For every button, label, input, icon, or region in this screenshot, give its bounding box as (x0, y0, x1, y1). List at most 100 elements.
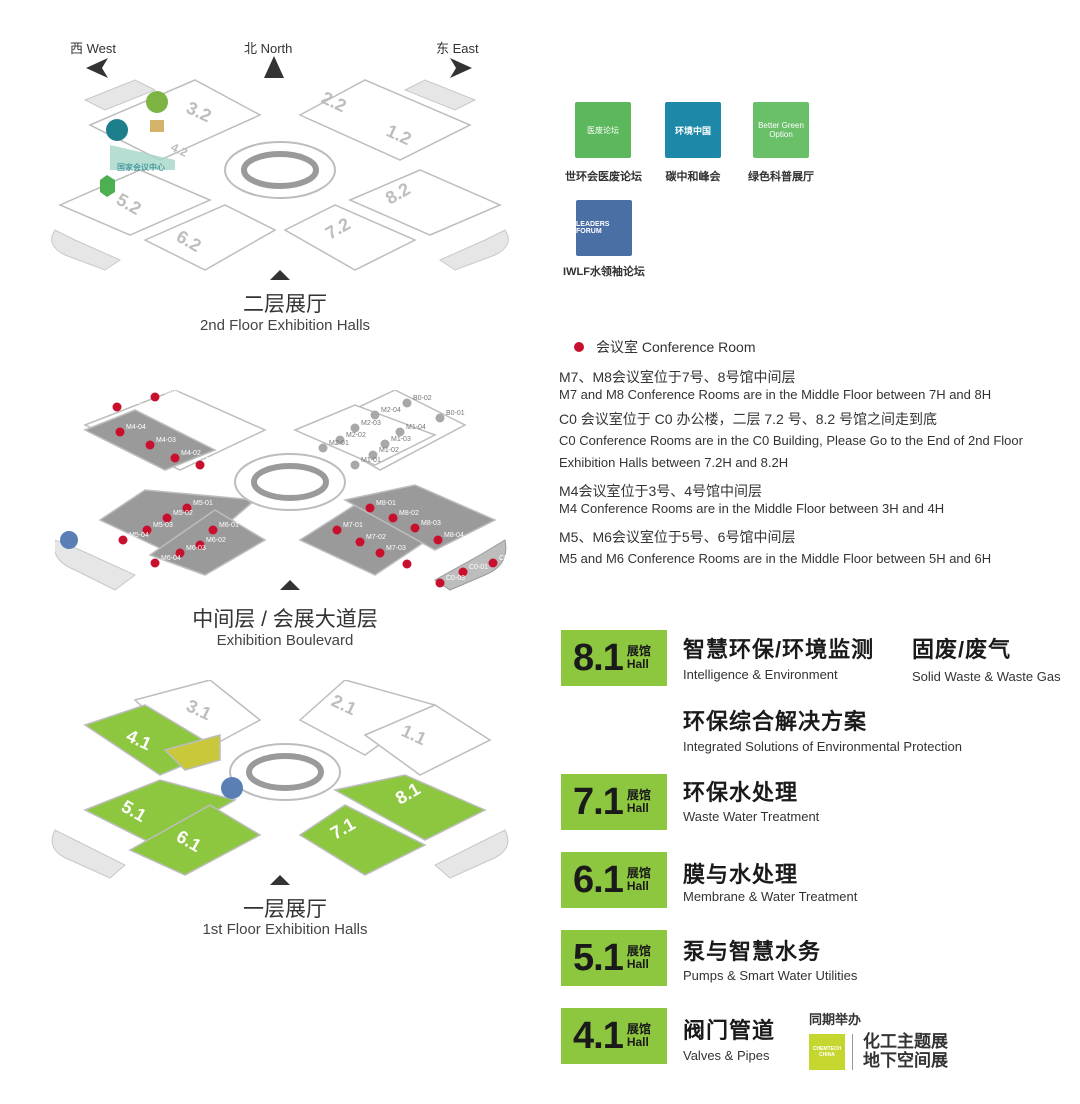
red-room-label: M6-02 (206, 537, 226, 544)
hall-number: 6.1 (573, 858, 624, 901)
floor2-map: 3.2 2.2 1.2 4.2 5.2 6.2 7.2 8.2 国家会议中心 (51, 79, 509, 280)
grey-room-dot-icon (395, 427, 405, 437)
red-room-label: M4-02 (181, 450, 201, 457)
hall-label-4-2: 4.2 (169, 140, 190, 160)
entrance-arrow-icon (280, 580, 300, 590)
logo-green-hall: Better Green Option 绿色科普展厅 (741, 102, 821, 184)
red-room-label: M4-04 (126, 424, 146, 431)
red-room-label: M7-02 (366, 534, 386, 541)
hall-4-1-title-cn: 阀门管道 (683, 1018, 776, 1043)
legend-line: M5、M6会议室位于5号、6号馆中间层 (559, 529, 796, 545)
hall-7-1-title-cn: 环保水处理 (683, 780, 799, 805)
floor2-title-cn: 二层展厅 (243, 293, 327, 316)
compass-east-label: 东 East (436, 41, 479, 56)
red-room-label: C0-03 (446, 575, 465, 582)
red-room-label: M5-04 (129, 532, 149, 539)
grey-room-label: M1-04 (406, 424, 426, 431)
red-room-label: M7-01 (343, 522, 363, 529)
conference-room-dot-icon (574, 342, 584, 352)
red-room-label: M7-04 (413, 556, 433, 563)
red-room-dot-icon (458, 567, 468, 577)
red-room-dot-icon (355, 537, 365, 547)
grey-room-dot-icon (335, 435, 345, 445)
grey-room-dot-icon (435, 413, 445, 423)
grey-room-label: M2-04 (381, 407, 401, 414)
entrance-arrow-icon (270, 875, 290, 885)
logo-medical-waste-forum: 医废论坛 世环会医废论坛 (565, 102, 642, 184)
grey-room-label: B0-02 (413, 395, 432, 402)
legend-conference-room: 会议室 Conference Room (596, 339, 756, 355)
entrance-arrow-icon (270, 270, 290, 280)
red-room-dot-icon (142, 525, 152, 535)
grey-room-label: M2-01 (329, 440, 349, 447)
red-room-label: M8-03 (421, 520, 441, 527)
hall-8-1-title-cn: 智慧环保/环境监测 (683, 637, 875, 662)
red-room-dot-icon (182, 503, 192, 513)
hall-6-1-title-cn: 膜与水处理 (683, 862, 799, 887)
compass-north-label: 北 North (244, 41, 293, 56)
grey-room-dot-icon (402, 398, 412, 408)
floor2-title-en: 2nd Floor Exhibition Halls (199, 317, 371, 334)
grey-room-label: M2-02 (346, 432, 366, 439)
grey-room-dot-icon (350, 423, 360, 433)
red-room-dot-icon (195, 540, 205, 550)
grey-room-label: M1-03 (391, 436, 411, 443)
red-room-dot-icon (150, 558, 160, 568)
location-pin-icon (221, 777, 243, 799)
hall-8-1-title3-cn: 环保综合解决方案 (683, 709, 868, 734)
legend-line: C0 Conference Rooms are in the C0 Buildi… (559, 433, 1023, 448)
red-room-dot-icon (112, 402, 122, 412)
hall-8-1-title3-en: Integrated Solutions of Environmental Pr… (683, 739, 962, 754)
logo-caption: 碳中和峰会 (665, 171, 721, 183)
hall-8-1-title2-cn: 固废/废气 (912, 637, 1012, 662)
center-label: 国家会议中心 (117, 162, 165, 172)
floor-mid-map: A0-01A0-02M4-04M4-03M4-02M4-01M5-01M5-02… (55, 390, 518, 591)
logo-caption: 绿色科普展厅 (748, 171, 814, 183)
east-arrow-icon (450, 58, 472, 78)
red-room-dot-icon (433, 535, 443, 545)
red-room-label: M5-03 (153, 522, 173, 529)
grey-room-dot-icon (368, 450, 378, 460)
red-room-label: C0-01 (469, 564, 488, 571)
red-room-dot-icon (118, 535, 128, 545)
red-room-dot-icon (435, 578, 445, 588)
logo-iwlf: LEADERS FORUM IWLF水领袖论坛 (554, 200, 654, 279)
red-room-label: M6-03 (186, 545, 206, 552)
hall-number: 8.1 (573, 636, 624, 679)
compass-arrows (86, 56, 472, 78)
legend-line: Exhibition Halls between 7.2H and 8.2H (559, 455, 789, 470)
hall-5-1-title-en: Pumps & Smart Water Utilities (683, 968, 858, 983)
concurrent-shows: 化工主题展 地下空间展 (863, 1032, 948, 1070)
legend-line: C0 会议室位于 C0 办公楼，二层 7.2 号、8.2 号馆之间走到底 (559, 411, 938, 427)
concurrent-show-2: 地下空间展 (863, 1051, 948, 1070)
red-room-dot-icon (162, 513, 172, 523)
floor-mid-title-cn: 中间层 / 会展大道层 (192, 608, 378, 631)
grey-room-label: B0-01 (446, 410, 465, 417)
red-room-label: A0-02 (123, 399, 142, 406)
red-room-label: M8-02 (399, 510, 419, 517)
red-room-dot-icon (375, 548, 385, 558)
hall-8-1-title-en: Intelligence & Environment (683, 667, 838, 682)
grey-room-label: M1-01 (361, 457, 381, 464)
red-room-label: M5-01 (193, 500, 213, 507)
red-room-label: C0-02 (499, 555, 518, 562)
red-room-dot-icon (115, 427, 125, 437)
location-pin-icon (106, 119, 128, 141)
red-room-dot-icon (170, 453, 180, 463)
hall-number: 4.1 (573, 1014, 624, 1057)
hall-5-1-title-cn: 泵与智慧水务 (683, 939, 822, 964)
logo-carbon-summit: 环境中国 碳中和峰会 (655, 102, 731, 184)
legend-line: M7、M8会议室位于7号、8号馆中间层 (559, 369, 796, 385)
logo-caption: IWLF水领袖论坛 (563, 266, 645, 278)
red-room-dot-icon (388, 513, 398, 523)
red-room-dot-icon (195, 460, 205, 470)
west-arrow-icon (86, 58, 108, 78)
red-room-dot-icon (402, 559, 412, 569)
grey-room-label: M2-03 (361, 420, 381, 427)
medical-waste-forum-logo-icon: 医废论坛 (575, 102, 631, 158)
north-arrow-icon (264, 56, 284, 78)
red-room-dot-icon (488, 558, 498, 568)
grey-room-dot-icon (350, 460, 360, 470)
